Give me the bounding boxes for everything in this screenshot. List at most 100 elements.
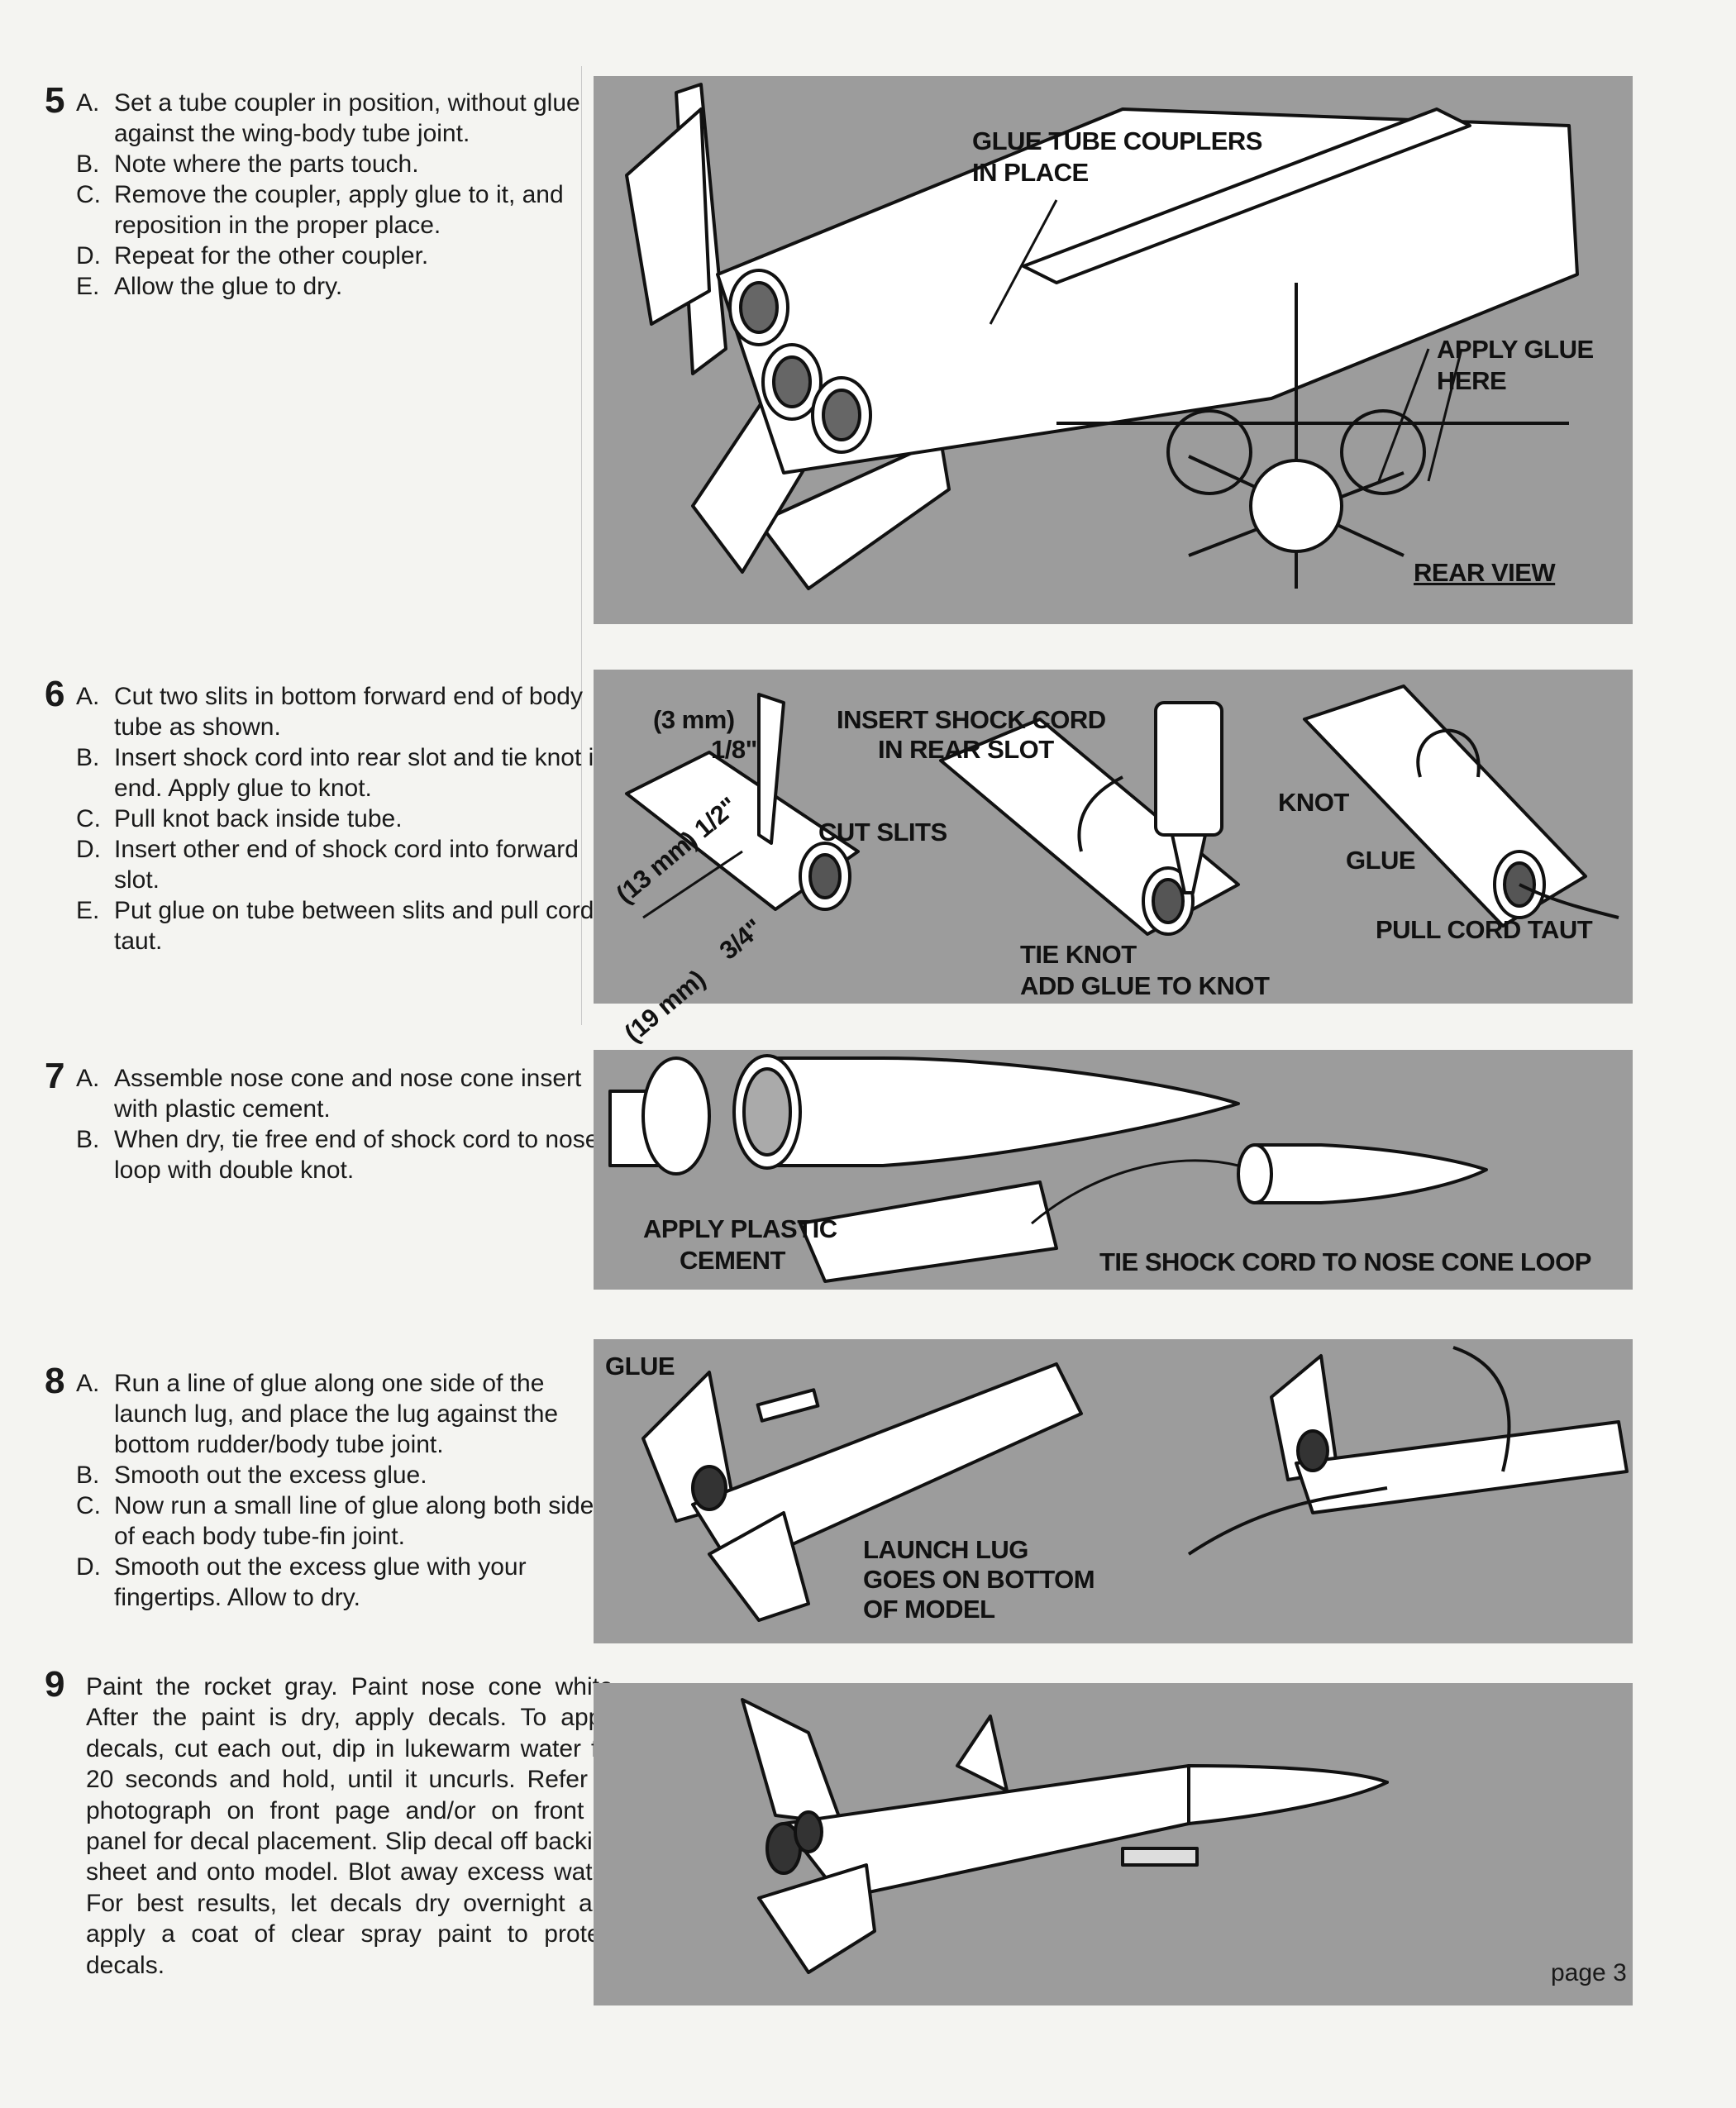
item-letter: B. bbox=[76, 1126, 100, 1153]
callout-tie-knot: TIE KNOT bbox=[1020, 940, 1137, 969]
wing-shape bbox=[625, 107, 711, 326]
fin-shape bbox=[708, 1511, 810, 1622]
launch-rail-shape bbox=[1022, 107, 1471, 284]
step-list: A. Cut two slits in bottom forward end of… bbox=[76, 681, 610, 956]
upper-wing-shape bbox=[741, 1698, 843, 1825]
item-text: Put glue on tube between slits and pull … bbox=[114, 897, 594, 955]
list-item: A. Run a line of glue along one side of t… bbox=[76, 1368, 610, 1460]
list-item: A. Assemble nose cone and nose cone inser… bbox=[76, 1063, 610, 1124]
step-paragraph: Paint the rocket gray. Paint nose cone w… bbox=[86, 1673, 620, 1979]
callout-glue: GLUE bbox=[605, 1352, 675, 1381]
item-text: Assemble nose cone and nose cone insert … bbox=[114, 1065, 582, 1123]
item-text: Insert other end of shock cord into forw… bbox=[114, 836, 579, 894]
diagram-panel-6: (3 mm) 1/8" INSERT SHOCK CORD IN REAR SL… bbox=[594, 670, 1633, 1004]
callout-launch-lug: OF MODEL bbox=[863, 1595, 995, 1624]
rear-view-coupler-right bbox=[1340, 409, 1426, 495]
item-letter: D. bbox=[76, 1553, 101, 1581]
shock-cord-illustration bbox=[625, 684, 1619, 936]
launch-lug-illustration bbox=[641, 1346, 1629, 1622]
item-letter: A. bbox=[76, 683, 100, 710]
callout-tie-shock-cord: TIE SHOCK CORD TO NOSE CONE LOOP bbox=[1099, 1247, 1591, 1276]
callout-cut-slits: CUT SLITS bbox=[818, 818, 947, 847]
body-tube-shape bbox=[716, 107, 1579, 475]
shock-cord bbox=[1031, 1159, 1239, 1225]
item-text: Pull knot back inside tube. bbox=[114, 805, 403, 832]
item-text: Cut two slits in bottom forward end of b… bbox=[114, 683, 583, 741]
callout-glue: GLUE bbox=[1346, 846, 1416, 875]
item-letter: A. bbox=[76, 1065, 100, 1092]
callout-pull-cord-taut: PULL CORD TAUT bbox=[1376, 915, 1593, 944]
step-number: 5 bbox=[45, 80, 65, 121]
coupler-left-hole bbox=[772, 355, 812, 408]
list-item: C. Pull knot back inside tube. bbox=[76, 804, 610, 834]
list-item: B.Smooth out the excess glue. bbox=[76, 1460, 610, 1490]
diagram-panel-8: GLUE LAUNCH LUG GOES ON BOTTOM OF MODEL bbox=[594, 1339, 1633, 1643]
list-item: C.Remove the coupler, apply glue to it, … bbox=[76, 179, 610, 241]
callout-apply-glue: HERE bbox=[1437, 366, 1507, 395]
callout-glue-couplers: IN PLACE bbox=[972, 158, 1089, 187]
cement-area bbox=[742, 1067, 792, 1157]
nose-cone-small-base bbox=[1237, 1143, 1273, 1204]
item-letter: B. bbox=[76, 1462, 100, 1489]
callout-insert-shock-cord: IN REAR SLOT bbox=[878, 735, 1054, 764]
item-letter: C. bbox=[76, 1492, 101, 1519]
item-letter: D. bbox=[76, 242, 101, 269]
launch-lug bbox=[756, 1388, 820, 1423]
hobby-knife bbox=[757, 693, 785, 845]
item-text: When dry, tie free end of shock cord to … bbox=[114, 1126, 599, 1184]
rear-view-coupler-left bbox=[1166, 409, 1252, 495]
body-tube-shape bbox=[1295, 1420, 1629, 1514]
dimension-line bbox=[642, 850, 743, 919]
list-item: A.Set a tube coupler in position, withou… bbox=[76, 88, 610, 149]
list-item: B.Note where the parts touch. bbox=[76, 149, 610, 179]
step-list: A. Assemble nose cone and nose cone inser… bbox=[76, 1063, 610, 1185]
callout-1-8in: 1/8" bbox=[711, 735, 757, 764]
nose-cone bbox=[765, 1056, 1240, 1167]
hand-outline bbox=[1187, 1486, 1388, 1556]
item-text: Repeat for the other coupler. bbox=[114, 242, 429, 269]
callout-apply-plastic-cement: CEMENT bbox=[680, 1246, 785, 1275]
diagram-panel-9 bbox=[594, 1683, 1633, 2005]
nose-cone-illustration bbox=[608, 1054, 1488, 1283]
callout-launch-lug: GOES ON BOTTOM bbox=[863, 1565, 1095, 1594]
lower-wing-shape bbox=[757, 1863, 876, 1974]
shock-cord-loop bbox=[1416, 728, 1481, 778]
step-number: 7 bbox=[45, 1056, 65, 1096]
page-number: page 3 bbox=[1551, 1959, 1627, 1986]
coupler-right-hole bbox=[822, 389, 861, 441]
list-item: D. Insert other end of shock cord into fo… bbox=[76, 834, 610, 895]
callout-rear-view: REAR VIEW bbox=[1414, 558, 1556, 587]
item-text: Now run a small line of glue along both … bbox=[114, 1492, 607, 1550]
glue-arrow bbox=[1377, 348, 1430, 482]
glue-arrow bbox=[1427, 348, 1463, 482]
diagram-panel-7: APPLY PLASTIC CEMENT TIE SHOCK CORD TO N… bbox=[594, 1050, 1633, 1290]
item-letter: A. bbox=[76, 1370, 100, 1397]
step-number: 8 bbox=[45, 1361, 65, 1401]
motor-tube bbox=[691, 1465, 727, 1511]
motor-tube bbox=[1296, 1429, 1329, 1472]
callout-3mm: (3 mm) bbox=[653, 705, 735, 734]
motor-tube bbox=[794, 1810, 823, 1853]
diagram-panel-5: GLUE TUBE COUPLERS IN PLACE APPLY GLUE H… bbox=[594, 76, 1633, 624]
step-number: 6 bbox=[45, 674, 65, 714]
glue-bottle bbox=[1154, 701, 1223, 837]
list-item: E. Put glue on tube between slits and pul… bbox=[76, 895, 610, 956]
item-letter: C. bbox=[76, 805, 101, 832]
step-number: 9 bbox=[45, 1664, 65, 1705]
item-letter: E. bbox=[76, 897, 100, 924]
item-text: Run a line of glue along one side of the… bbox=[114, 1370, 559, 1458]
callout-apply-plastic-cement: APPLY PLASTIC bbox=[643, 1214, 837, 1243]
callout-knot: KNOT bbox=[1278, 788, 1349, 817]
item-letter: E. bbox=[76, 273, 100, 300]
finished-rocket-illustration bbox=[741, 1698, 1389, 1974]
nose-cone-small bbox=[1253, 1143, 1488, 1204]
list-item: C. Now run a small line of glue along bot… bbox=[76, 1490, 610, 1552]
tube-end-hole bbox=[1152, 878, 1185, 924]
coupler-top-hole bbox=[739, 281, 779, 334]
item-letter: D. bbox=[76, 836, 101, 863]
step-list: A. Run a line of glue along one side of t… bbox=[76, 1368, 610, 1613]
list-item: A. Cut two slits in bottom forward end of… bbox=[76, 681, 610, 742]
rocket-nose-cone bbox=[1187, 1764, 1389, 1825]
item-text: Insert shock cord into rear slot and tie… bbox=[114, 744, 608, 802]
item-text: Set a tube coupler in position, without … bbox=[114, 89, 580, 147]
